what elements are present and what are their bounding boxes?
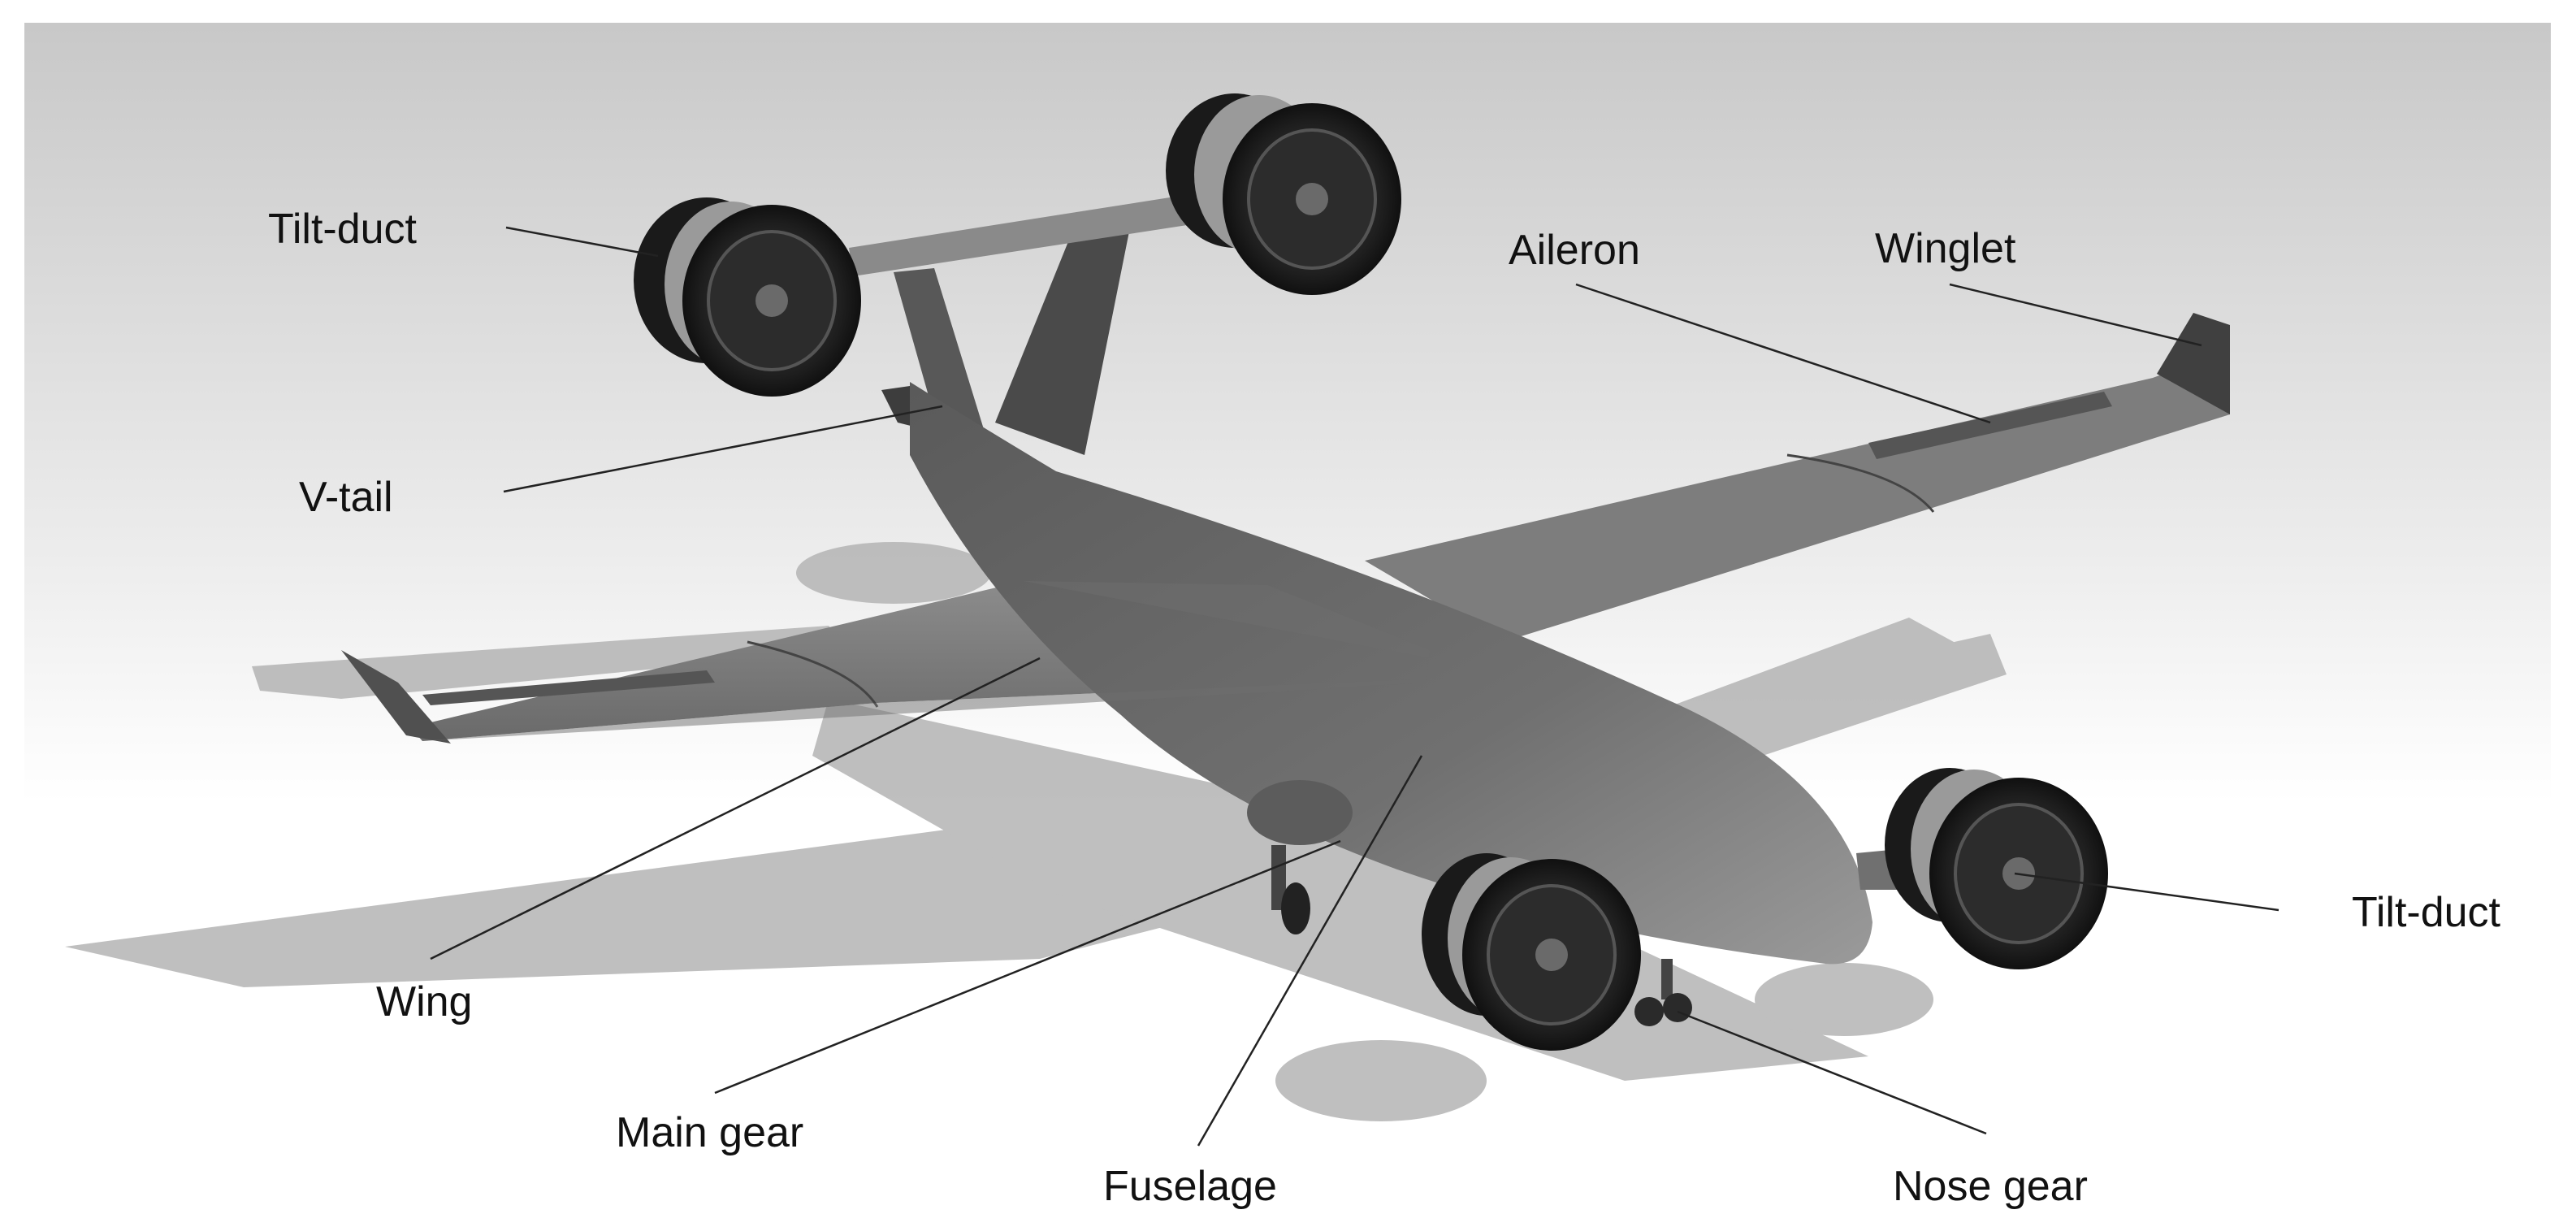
right-winglet xyxy=(2157,313,2230,414)
right-wing xyxy=(1365,313,2230,642)
label-nose-gear: Nose gear xyxy=(1893,1163,2088,1210)
leader-fuselage xyxy=(1197,755,1423,1147)
leader-lines xyxy=(430,226,2279,1147)
label-wing: Wing xyxy=(376,978,473,1025)
tilt-duct-front-left xyxy=(1422,853,1641,1051)
leader-v-tail xyxy=(503,405,943,493)
leader-tilt-duct-front xyxy=(2014,872,2279,912)
fuselage-body xyxy=(910,382,1872,965)
label-v-tail: V-tail xyxy=(299,474,393,521)
tilt-duct-rear-right xyxy=(1166,93,1401,295)
wing-root xyxy=(422,581,1430,741)
leader-aileron xyxy=(1575,283,1991,424)
label-winglet: Winglet xyxy=(1875,225,2016,272)
left-winglet xyxy=(341,650,451,744)
leader-tilt-duct-rear xyxy=(505,226,659,258)
tilt-duct-rear-left xyxy=(634,197,861,397)
label-tilt-duct-rear: Tilt-duct xyxy=(268,206,417,253)
main-gear-shape xyxy=(1271,845,1310,934)
rear-duct-boom xyxy=(849,189,1235,276)
label-fuselage: Fuselage xyxy=(1103,1163,1277,1210)
leader-wing xyxy=(430,657,1041,960)
label-main-gear: Main gear xyxy=(616,1109,804,1156)
label-aileron: Aileron xyxy=(1509,227,1640,274)
leader-nose-gear xyxy=(1677,1010,1987,1135)
leader-winglet xyxy=(1949,283,2202,347)
label-tilt-duct-front: Tilt-duct xyxy=(2352,889,2500,936)
leader-main-gear xyxy=(714,839,1341,1095)
